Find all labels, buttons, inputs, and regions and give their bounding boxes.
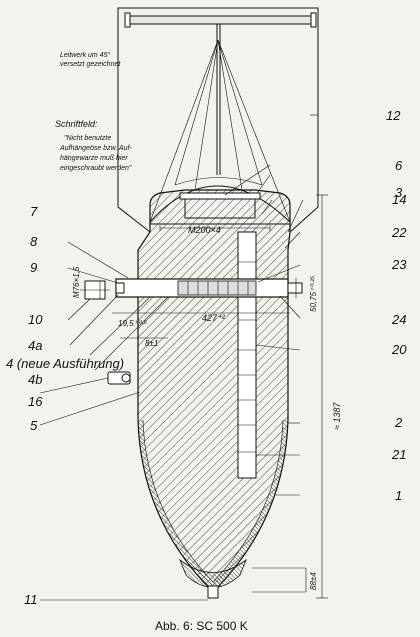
bomb-body [107,189,303,599]
tail-fin [117,7,319,234]
label-6: 6 [395,158,403,173]
field-note-line2: Aufhängeöse bzw. Auf- [59,145,132,152]
label-10: 10 [28,312,43,327]
label-8: 8 [30,234,38,249]
label-16: 16 [28,394,43,409]
label-20: 20 [391,342,407,357]
label-14: 14 [392,192,406,207]
fin-note-line2: versetzt gezeichnet [60,61,121,68]
dim-19: 19,5⁺⁰·⁵ [118,319,148,328]
label-4b: 4b [28,372,42,387]
dimension-lines [99,194,328,599]
label-21: 21 [391,447,406,462]
label-7: 7 [30,204,38,219]
label-4-neue: 4 (neue Ausführung) [6,356,124,371]
label-5: 5 [30,418,38,433]
label-24: 24 [391,312,406,327]
dim-thread-side: M76×1,5 [72,266,81,298]
field-note-line1: "Nicht benutzte [64,135,111,142]
dim-88: 88±4 [309,572,318,590]
label-11: 11 [24,592,38,607]
field-title: Schriftfeld: [55,119,98,129]
figure-caption: Abb. 6: SC 500 K [155,619,248,633]
label-4a: 4a [28,338,42,353]
label-22: 22 [391,225,407,240]
dim-thread-top: M200×4 [188,225,221,235]
field-note-line3: hängewarze muß hier [60,155,128,162]
field-note-line4: eingeschraubt werden" [60,165,132,172]
dim-50: 50,75⁺⁰·²⁵ [309,275,318,312]
label-12: 12 [386,108,401,123]
side-thread-detail [80,280,110,300]
dim-8: 8±1 [145,339,158,348]
dim-427: 427⁺² [202,313,226,323]
label-9: 9 [30,260,37,275]
dim-overall-length: ≈ 1387 [332,402,342,430]
leader-lines [39,114,318,601]
label-1: 1 [395,488,402,503]
label-2: 2 [394,415,403,430]
label-23: 23 [391,257,407,272]
fin-note-line1: Leitwerk um 45° [60,51,110,59]
label-3: 3 [395,185,403,200]
